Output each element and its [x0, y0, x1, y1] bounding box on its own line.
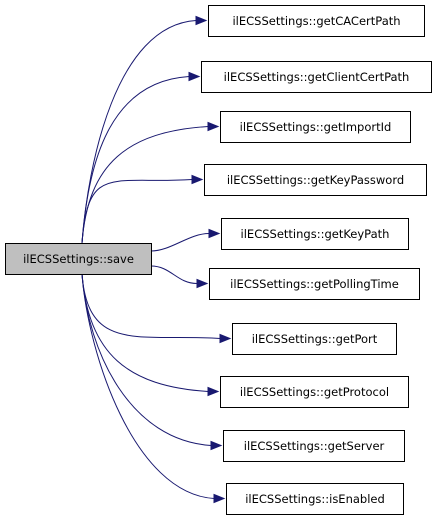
node-get-import-id-label: ilECSSettings::getImportId	[240, 120, 392, 134]
node-is-enabled[interactable]: ilECSSettings::isEnabled	[226, 483, 404, 515]
edge-to-is-enabled	[81, 273, 215, 499]
node-save-label: ilECSSettings::save	[23, 252, 134, 266]
node-get-port-box	[232, 323, 397, 355]
node-get-server[interactable]: ilECSSettings::getServer	[223, 430, 405, 462]
call-nodes: ilECSSettings::save ilECSSettings::getCAC…	[5, 5, 432, 515]
node-get-server-label: ilECSSettings::getServer	[244, 439, 385, 453]
arrowhead-is-enabled	[213, 493, 226, 504]
node-get-import-id-box	[220, 111, 411, 143]
node-get-cacert-path-label: ilECSSettings::getCACertPath	[232, 14, 400, 28]
node-get-protocol[interactable]: ilECSSettings::getProtocol	[220, 376, 409, 408]
node-get-cacert-path[interactable]: ilECSSettings::getCACertPath	[208, 5, 425, 37]
node-get-key-path[interactable]: ilECSSettings::getKeyPath	[221, 218, 409, 250]
arrowhead-get-key-password	[191, 174, 204, 185]
arrowhead-get-polling-time	[196, 278, 209, 289]
edge-to-get-cacert-path	[81, 20, 197, 244]
edge-to-get-client-cert-path	[81, 76, 190, 244]
node-get-port-label: ilECSSettings::getPort	[252, 332, 378, 346]
node-get-polling-time[interactable]: ilECSSettings::getPollingTime	[209, 268, 420, 300]
edge-to-get-polling-time	[150, 265, 198, 284]
node-get-key-password-label: ilECSSettings::getKeyPassword	[227, 173, 404, 187]
node-get-key-password-box	[204, 164, 427, 196]
node-get-polling-time-label: ilECSSettings::getPollingTime	[230, 277, 399, 291]
node-is-enabled-box	[226, 483, 404, 515]
arrowhead-get-port	[219, 333, 232, 344]
node-is-enabled-label: ilECSSettings::isEnabled	[245, 492, 385, 506]
node-get-key-path-box	[221, 218, 409, 250]
edge-to-get-server	[81, 273, 212, 446]
node-get-protocol-box	[220, 376, 409, 408]
node-save: ilECSSettings::save	[5, 243, 152, 275]
call-edges	[81, 15, 232, 504]
edge-to-get-key-path	[150, 233, 210, 252]
node-get-client-cert-path[interactable]: ilECSSettings::getClientCertPath	[201, 61, 432, 93]
edge-to-get-key-password	[81, 179, 193, 244]
arrowhead-get-server	[210, 440, 223, 451]
node-get-import-id[interactable]: ilECSSettings::getImportId	[220, 111, 411, 143]
node-get-protocol-label: ilECSSettings::getProtocol	[240, 385, 389, 399]
node-get-client-cert-path-label: ilECSSettings::getClientCertPath	[224, 70, 410, 84]
edge-to-get-port	[81, 273, 221, 339]
arrowhead-get-client-cert-path	[188, 71, 201, 82]
arrowhead-get-cacert-path	[195, 15, 208, 26]
edge-to-get-import-id	[81, 126, 209, 244]
node-get-key-password[interactable]: ilECSSettings::getKeyPassword	[204, 164, 427, 196]
node-get-client-cert-path-box	[201, 61, 432, 93]
arrowhead-get-import-id	[207, 121, 220, 132]
arrowhead-get-key-path	[208, 228, 221, 239]
node-get-port[interactable]: ilECSSettings::getPort	[232, 323, 397, 355]
node-get-polling-time-box	[209, 268, 420, 300]
edge-to-get-protocol	[81, 273, 209, 392]
node-save-box	[5, 243, 152, 275]
node-get-key-path-label: ilECSSettings::getKeyPath	[241, 227, 390, 241]
node-get-server-box	[223, 430, 405, 462]
arrowhead-get-protocol	[207, 386, 220, 397]
node-get-cacert-path-box	[208, 5, 425, 37]
